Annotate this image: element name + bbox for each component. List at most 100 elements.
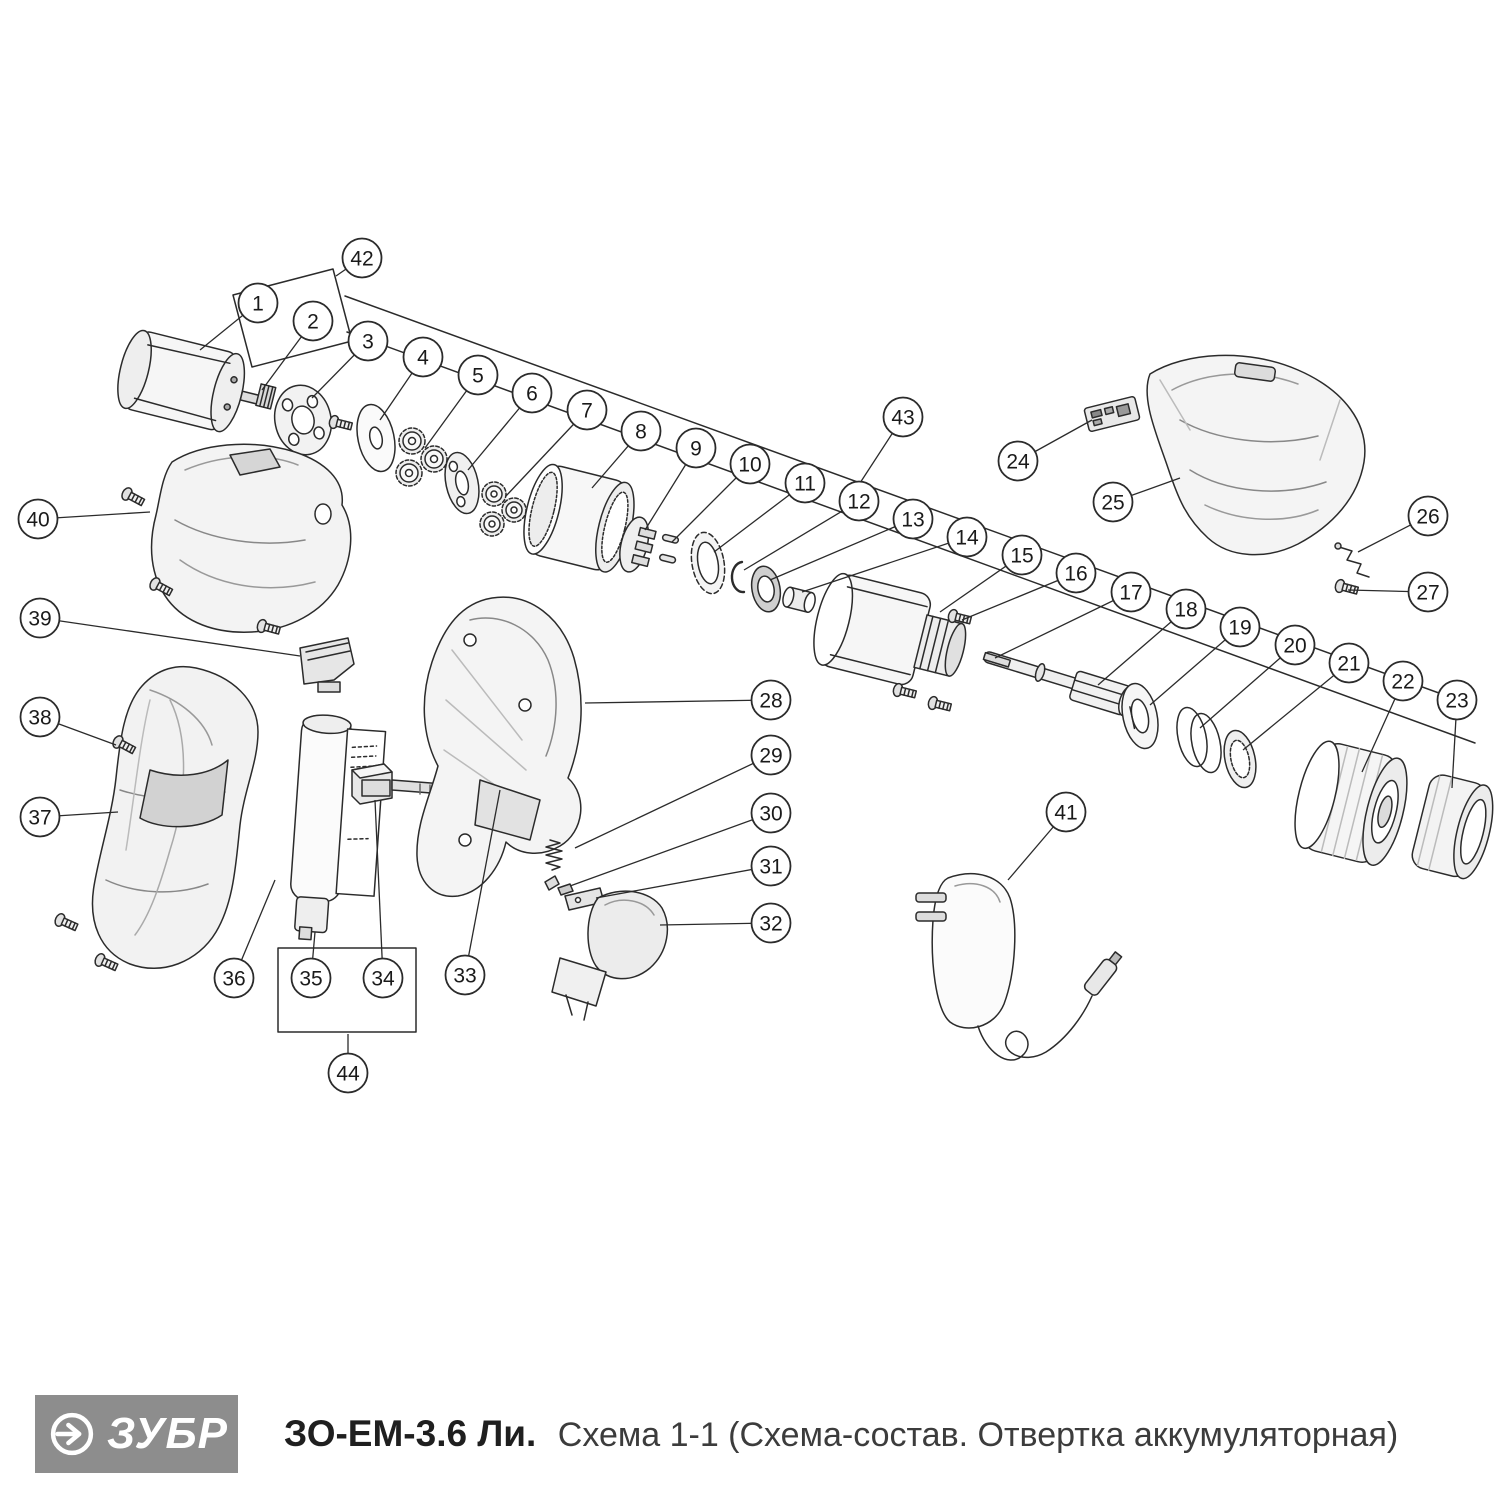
callout-number: 5 <box>472 364 484 387</box>
diagram-artwork <box>52 268 1494 1061</box>
screw-icon <box>891 681 918 702</box>
callout-leader-34 <box>374 799 384 979</box>
callout-number: 35 <box>299 967 322 990</box>
zubr-arrow-icon <box>50 1412 94 1456</box>
screw-icon <box>327 413 354 434</box>
callout-balloon-32: 32 <box>750 902 792 944</box>
group-box-battery-connector <box>277 947 417 1033</box>
callout-number: 7 <box>581 399 593 422</box>
callout-number: 11 <box>794 472 816 495</box>
callout-balloon-1: 1 <box>237 282 279 324</box>
callout-number: 44 <box>336 1062 360 1085</box>
callout-balloon-7: 7 <box>566 389 608 431</box>
callout-number: 16 <box>1064 562 1087 585</box>
adjusting-ring-nut <box>690 531 726 595</box>
callout-leader-39 <box>39 617 301 657</box>
callout-number: 18 <box>1174 598 1197 621</box>
clutch-ring <box>1223 729 1257 789</box>
callout-number: 13 <box>901 508 924 531</box>
front-collar <box>1411 774 1494 880</box>
bearing <box>750 565 782 613</box>
battery-release-button <box>299 637 355 693</box>
callout-number: 3 <box>362 330 374 353</box>
callout-balloon-14: 14 <box>946 516 988 558</box>
logo-text: ЗУБР <box>107 1409 228 1458</box>
callout-leader-17 <box>994 591 1132 659</box>
callout-number: 15 <box>1010 544 1033 567</box>
callout-number: 23 <box>1445 689 1468 712</box>
callout-number: 28 <box>759 689 782 712</box>
callout-balloon-9: 9 <box>675 427 717 469</box>
callout-balloon-18: 18 <box>1165 588 1207 630</box>
callout-balloon-41: 41 <box>1045 791 1087 833</box>
planet-gears-stage1 <box>395 427 448 487</box>
callout-number: 20 <box>1283 634 1306 657</box>
keyed-washer <box>1121 682 1159 750</box>
callout-leader-30 <box>569 812 772 887</box>
callout-balloon-3: 3 <box>347 320 389 362</box>
callout-number: 33 <box>453 964 476 987</box>
callout-balloon-24: 24 <box>997 440 1039 482</box>
model-name: ЗО-ЕМ-3.6 Ли. <box>284 1413 537 1454</box>
pcb-module <box>1083 395 1141 433</box>
callout-leader-16 <box>961 572 1077 621</box>
callout-balloon-36: 36 <box>213 957 255 999</box>
spacer-bushing <box>782 586 816 613</box>
callout-balloon-22: 22 <box>1382 660 1424 702</box>
callout-balloon-28: 28 <box>750 679 792 721</box>
footer-bar: ЗУБР ЗО-ЕМ-3.6 Ли. Схема 1-1 (Схема-сост… <box>0 1384 1500 1484</box>
output-carrier <box>619 516 657 573</box>
ring-gear <box>523 463 635 573</box>
callout-balloon-11: 11 <box>784 462 826 504</box>
callout-number: 12 <box>847 490 870 513</box>
callout-balloon-26: 26 <box>1407 495 1449 537</box>
callout-number: 38 <box>28 706 51 729</box>
callout-number: 41 <box>1054 801 1077 824</box>
gearbox-housing <box>813 572 967 686</box>
flat-washer <box>356 403 396 473</box>
stand-foot <box>551 957 607 1021</box>
switch-contacts <box>544 875 574 896</box>
wire-clip <box>1334 542 1370 578</box>
callout-number: 4 <box>417 346 429 369</box>
motor-pinion-gear-icon <box>255 383 277 410</box>
callout-number: 32 <box>759 912 782 935</box>
battery-pack <box>290 714 353 941</box>
callout-number: 39 <box>28 607 51 630</box>
callout-balloon-42: 42 <box>341 237 383 279</box>
callout-number: 19 <box>1228 616 1251 639</box>
callout-number: 40 <box>26 508 49 531</box>
callout-number: 43 <box>891 406 914 429</box>
callout-number: 37 <box>28 806 51 829</box>
callout-number: 29 <box>759 744 782 767</box>
callout-number: 17 <box>1119 581 1142 604</box>
housing-inner-half <box>416 596 582 898</box>
spring-rings <box>1176 706 1222 774</box>
torque-adjustment-dial <box>1294 740 1408 867</box>
callout-number: 27 <box>1416 581 1439 604</box>
callout-number: 34 <box>371 967 395 990</box>
callout-number: 22 <box>1391 670 1414 693</box>
callout-number: 9 <box>690 437 702 460</box>
callout-leader-29 <box>574 754 772 849</box>
callout-balloon-10: 10 <box>729 443 771 485</box>
diagram-canvas: 1234567891011121314151617181920212223242… <box>17 237 1494 1094</box>
callout-balloon-31: 31 <box>750 845 792 887</box>
contact-bracket <box>564 887 605 911</box>
callout-number: 42 <box>350 247 373 270</box>
handle-housing-left <box>91 665 259 969</box>
switch-module <box>351 763 393 805</box>
screw-icon <box>926 694 953 715</box>
callout-balloon-6: 6 <box>511 372 553 414</box>
callout-leader-21 <box>1242 662 1350 751</box>
callout-leader-12 <box>743 500 860 571</box>
callout-balloon-21: 21 <box>1328 642 1370 684</box>
callout-balloon-25: 25 <box>1092 481 1134 523</box>
callout-balloons: 1234567891011121314151617181920212223242… <box>17 237 1478 1094</box>
output-shaft <box>982 651 1082 691</box>
callout-balloon-39: 39 <box>19 597 61 639</box>
callout-leader-13 <box>769 518 914 581</box>
callout-balloon-37: 37 <box>19 796 61 838</box>
callout-number: 36 <box>222 967 245 990</box>
